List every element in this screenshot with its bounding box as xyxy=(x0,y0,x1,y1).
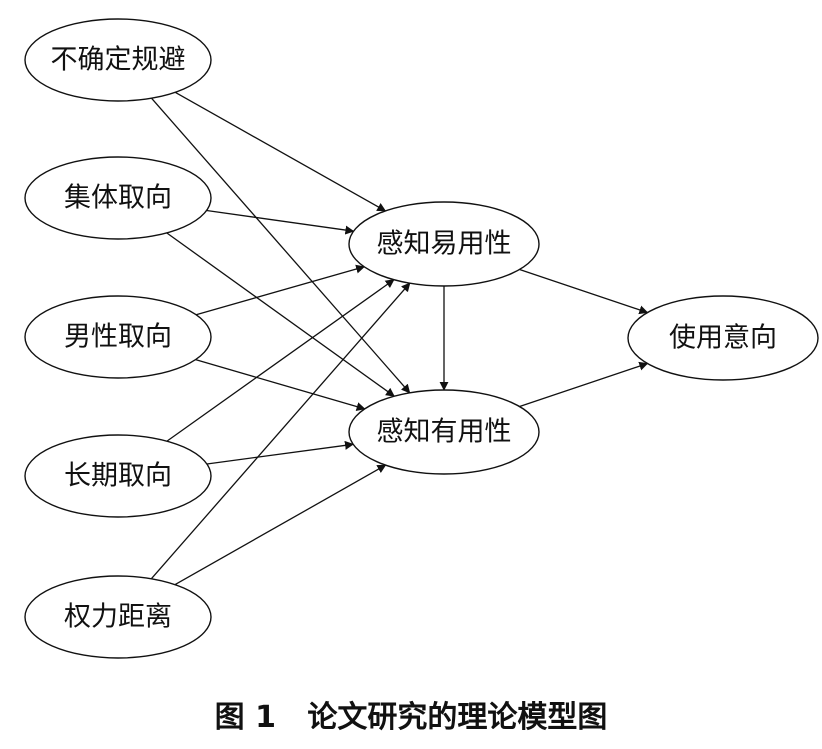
node-long-term: 长期取向 xyxy=(24,434,212,518)
node-peou: 感知易用性 xyxy=(348,201,540,287)
arrow-masculinity-to-pu xyxy=(195,358,366,411)
node-pu: 感知有用性 xyxy=(348,389,540,475)
figure-title: 论文研究的理论模型图 xyxy=(307,700,608,735)
node-intention: 使用意向 xyxy=(627,295,819,381)
node-label: 权力距离 xyxy=(64,602,172,633)
arrow-long_term-to-peou xyxy=(166,279,395,442)
node-label: 男性取向 xyxy=(64,322,172,353)
node-ellipse xyxy=(348,201,540,287)
node-ellipse xyxy=(24,575,212,659)
arrow-power_distance-to-peou xyxy=(150,282,411,580)
node-collectivism: 集体取向 xyxy=(24,156,212,240)
node-label: 集体取向 xyxy=(64,183,172,214)
node-label: 长期取向 xyxy=(64,461,172,492)
figure-number: 图 1 xyxy=(214,700,276,735)
arrow-pu-to-intention xyxy=(519,361,649,408)
arrow-uncertainty-to-peou xyxy=(174,91,387,212)
node-label: 感知易用性 xyxy=(377,229,512,260)
arrow-collectivism-to-pu xyxy=(166,232,395,397)
node-ellipse xyxy=(24,434,212,518)
arrow-uncertainty-to-pu xyxy=(151,97,411,394)
node-ellipse xyxy=(348,389,540,475)
node-ellipse xyxy=(24,295,212,379)
arrow-masculinity-to-peou xyxy=(195,264,366,316)
arrow-long_term-to-pu xyxy=(206,440,354,465)
node-uncertainty: 不确定规避 xyxy=(24,18,212,102)
edges-layer xyxy=(150,91,649,586)
arrow-power_distance-to-pu xyxy=(174,464,387,586)
node-label: 感知有用性 xyxy=(377,417,512,448)
node-ellipse xyxy=(24,156,212,240)
node-ellipse xyxy=(627,295,819,381)
node-masculinity: 男性取向 xyxy=(24,295,212,379)
arrow-collectivism-to-peou xyxy=(206,209,355,235)
figure-caption: 图 1 论文研究的理论模型图 xyxy=(0,692,822,736)
node-ellipse xyxy=(24,18,212,102)
arrow-peou-to-intention xyxy=(519,268,649,315)
node-power-distance: 权力距离 xyxy=(24,575,212,659)
node-label: 使用意向 xyxy=(669,323,777,354)
node-label: 不确定规避 xyxy=(51,45,186,76)
